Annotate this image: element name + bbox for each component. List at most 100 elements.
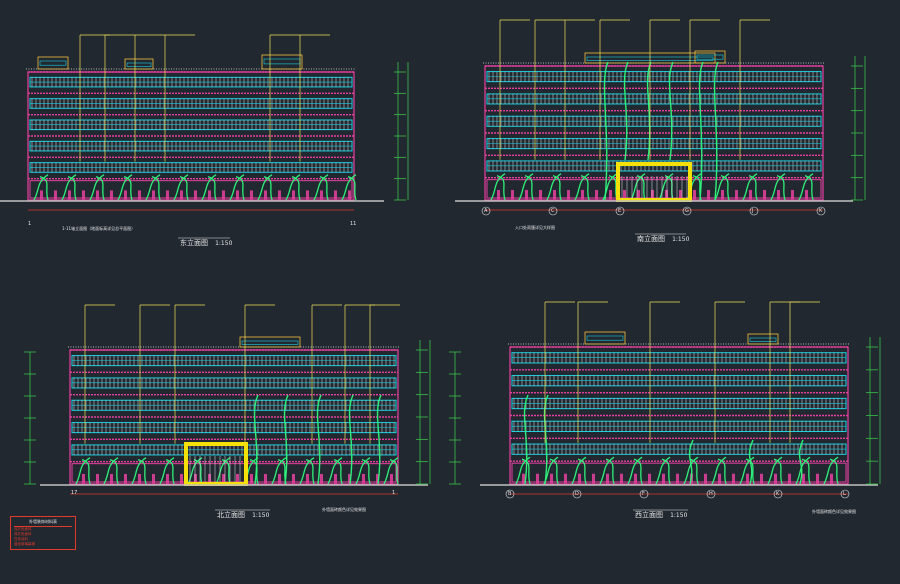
pillar — [194, 190, 197, 200]
pillar — [124, 473, 127, 484]
pillar — [110, 473, 113, 484]
pillar — [620, 473, 623, 484]
pillar — [735, 189, 738, 200]
tree-graphic — [285, 174, 301, 201]
axis-bubble — [682, 206, 692, 216]
pillar — [292, 473, 295, 484]
pillar — [707, 189, 710, 200]
vine-graphic — [623, 61, 629, 161]
pillar — [746, 473, 749, 484]
pillar — [222, 473, 225, 484]
tree-graphic — [683, 456, 699, 485]
pillar — [623, 189, 626, 200]
pillar — [306, 190, 309, 200]
pillar — [637, 189, 640, 200]
pillar — [320, 190, 323, 200]
pillar — [208, 473, 211, 484]
vine-graphic — [603, 61, 609, 201]
tree-graphic — [739, 456, 755, 485]
ground-floor — [71, 463, 397, 483]
elev-3-title-group: 北立面图 1:150 — [217, 502, 269, 521]
pillar — [82, 473, 85, 484]
pillar — [250, 473, 253, 484]
pillar — [390, 473, 393, 484]
axis-label: K — [819, 208, 823, 214]
vine-graphic — [283, 394, 289, 485]
tree-graphic — [767, 456, 783, 485]
pillar — [292, 190, 295, 200]
pillar — [124, 190, 127, 200]
pillar — [68, 190, 71, 200]
elev-1-axis-left: 1 — [28, 221, 32, 227]
axis-bubble — [572, 489, 582, 499]
pillar — [320, 473, 323, 484]
elev-1-title: 东立面图 — [180, 239, 208, 247]
roof-window — [126, 62, 152, 67]
pillar — [788, 473, 791, 484]
tree-graphic — [711, 456, 727, 485]
pillar — [525, 189, 528, 200]
roof-window — [749, 337, 777, 342]
roof-structure — [37, 56, 69, 70]
axis-label: K — [776, 491, 780, 497]
elev-4-scale: 1:150 — [670, 512, 688, 519]
axis-label: G — [685, 208, 689, 214]
axis-bubble — [639, 489, 649, 499]
material-legend-title: 外墙装饰材料表 — [14, 519, 72, 527]
pillar — [250, 190, 253, 200]
vine-graphic — [698, 61, 704, 201]
pillar — [194, 473, 197, 484]
pillar — [222, 190, 225, 200]
axis-label: H — [709, 491, 713, 497]
tree-graphic — [798, 173, 814, 201]
pillar — [732, 473, 735, 484]
roof-structure — [584, 331, 626, 345]
pillar — [648, 473, 651, 484]
pillar — [651, 189, 654, 200]
roof-structure — [239, 336, 301, 348]
pillar — [348, 473, 351, 484]
axis-label: C — [551, 208, 555, 214]
pillar — [376, 473, 379, 484]
elev-3-axis-left: 17 — [71, 490, 78, 496]
elev-4-facade — [480, 301, 881, 495]
pillar — [264, 473, 267, 484]
roof-window — [39, 60, 67, 66]
tree-graphic — [823, 456, 839, 485]
pillar — [704, 473, 707, 484]
axis-bubble — [706, 489, 716, 499]
elev-3-title: 北立面图 — [217, 511, 245, 519]
tree-graphic — [33, 174, 49, 201]
roof-structure — [694, 50, 726, 64]
pillar — [539, 189, 542, 200]
pillar — [567, 189, 570, 200]
pillar — [693, 189, 696, 200]
pillar — [634, 473, 637, 484]
tree-graphic — [770, 173, 786, 201]
elev-4-title-group: 西立面图 1:150 — [635, 502, 687, 521]
tree-graphic — [383, 457, 399, 485]
roof-structure — [261, 54, 303, 70]
tree-graphic — [75, 457, 91, 485]
material-legend: 外墙装饰材料表 浅灰色面砖 深灰色面砖 白色涂料 蓝色玻璃幕墙 — [10, 516, 76, 550]
vine-graphic — [523, 394, 529, 485]
pillar — [138, 190, 141, 200]
pillar — [152, 190, 155, 200]
elev-2-title: 南立面图 — [637, 235, 665, 243]
elev-1-bottom-note: 1-11轴立面图（地面标高详见总平面图） — [62, 226, 136, 231]
pillar — [536, 473, 539, 484]
pillar — [334, 473, 337, 484]
axis-bubble — [505, 489, 515, 499]
vine-graphic — [668, 61, 674, 161]
pillar — [816, 473, 819, 484]
tree-graphic — [103, 457, 119, 485]
pillar — [511, 189, 514, 200]
tree-graphic — [571, 456, 587, 485]
pillar — [166, 473, 169, 484]
tree-graphic — [574, 173, 590, 201]
pillar — [82, 190, 85, 200]
tree-graphic — [299, 457, 315, 485]
pillar — [334, 190, 337, 200]
pillar — [721, 189, 724, 200]
